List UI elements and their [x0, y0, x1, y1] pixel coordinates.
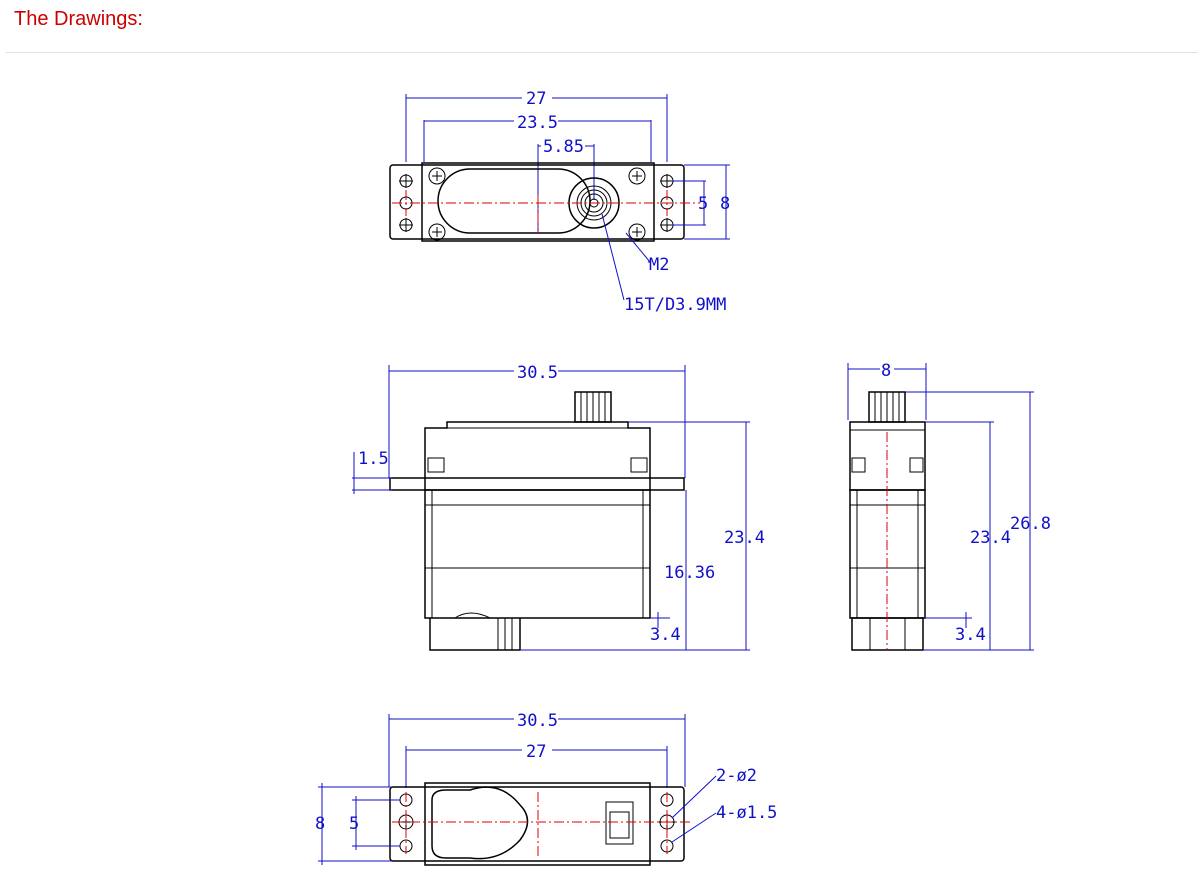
dim-front-body-height: 23.4 — [724, 528, 765, 548]
front-view: 30.5 1.5 16.36 — [352, 363, 765, 651]
dim-side-bottom: 3.4 — [955, 625, 986, 645]
dim-bottom-hole-pitch: 5 — [349, 814, 359, 834]
dim-bottom-length: 30.5 — [517, 711, 558, 731]
label-spline: 15T/D3.9MM — [624, 295, 726, 315]
bottom-view: 30.5 27 8 5 — [315, 711, 777, 866]
dim-top-overall-width: 27 — [526, 89, 546, 109]
dim-front-flange-thickness: 1.5 — [358, 449, 389, 469]
dim-front-height-to-flange: 16.36 — [664, 563, 715, 583]
dim-top-depth: 8 — [720, 194, 730, 214]
dim-side-width: 8 — [881, 361, 891, 381]
dim-front-bottom: 3.4 — [650, 625, 681, 645]
dim-front-length: 30.5 — [517, 363, 558, 383]
dim-bottom-hole-spacing: 27 — [526, 742, 546, 762]
header-divider — [6, 52, 1198, 53]
label-holes-small: 4-ø1.5 — [716, 803, 777, 823]
dim-top-hole-spacing: 23.5 — [517, 113, 558, 133]
dim-top-shaft-offset: 5.85 — [543, 137, 584, 157]
page-heading: The Drawings: — [14, 8, 143, 30]
side-view: 8 23.4 26.8 — [847, 361, 1051, 651]
top-view: 27 23.5 5.85 — [389, 88, 730, 315]
dim-side-total-height: 26.8 — [1010, 514, 1051, 534]
label-screw: M2 — [649, 255, 669, 275]
dim-side-body-height: 23.4 — [970, 528, 1011, 548]
dim-bottom-depth: 8 — [315, 814, 325, 834]
label-holes-large: 2-ø2 — [716, 766, 757, 786]
dim-top-hole-pitch: 5 — [698, 194, 708, 214]
